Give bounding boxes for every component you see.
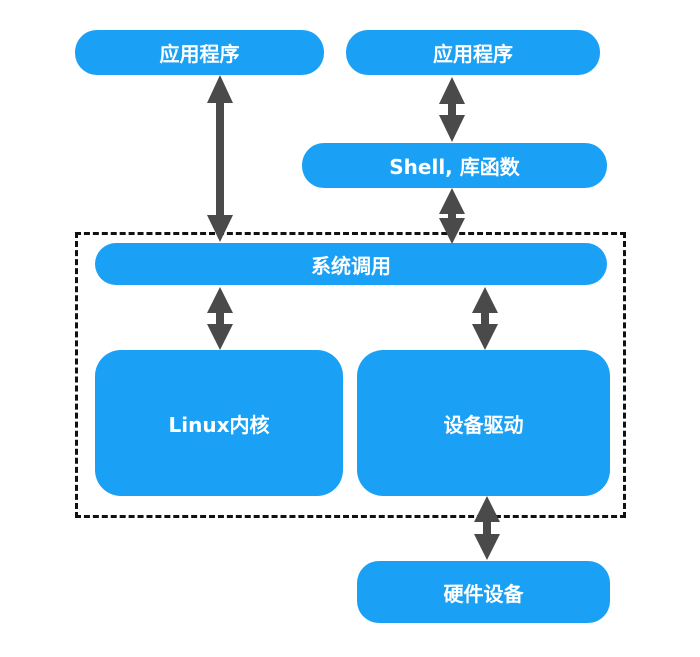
linux-kernel-label: Linux内核 (168, 412, 270, 437)
device-driver-label: 设备驱动 (443, 412, 524, 437)
application-label-right: 应用程序 (433, 42, 513, 66)
system-call-box: 系统调用 (95, 243, 607, 285)
hardware-device-box: 硬件设备 (357, 561, 610, 623)
kernel-space-boundary (75, 232, 626, 518)
arrow-app-to-shell (439, 77, 465, 142)
shell-library-label: Shell, 库函数 (389, 155, 520, 179)
arrow-app-to-syscall (207, 75, 233, 242)
device-driver-box: 设备驱动 (357, 350, 610, 496)
application-box-left: 应用程序 (75, 30, 324, 75)
application-box-right: 应用程序 (346, 30, 600, 75)
linux-kernel-box: Linux内核 (95, 350, 343, 496)
shell-library-box: Shell, 库函数 (302, 143, 607, 188)
system-call-label: 系统调用 (311, 253, 391, 278)
hardware-device-label: 硬件设备 (443, 581, 524, 606)
application-label-left: 应用程序 (159, 42, 240, 66)
